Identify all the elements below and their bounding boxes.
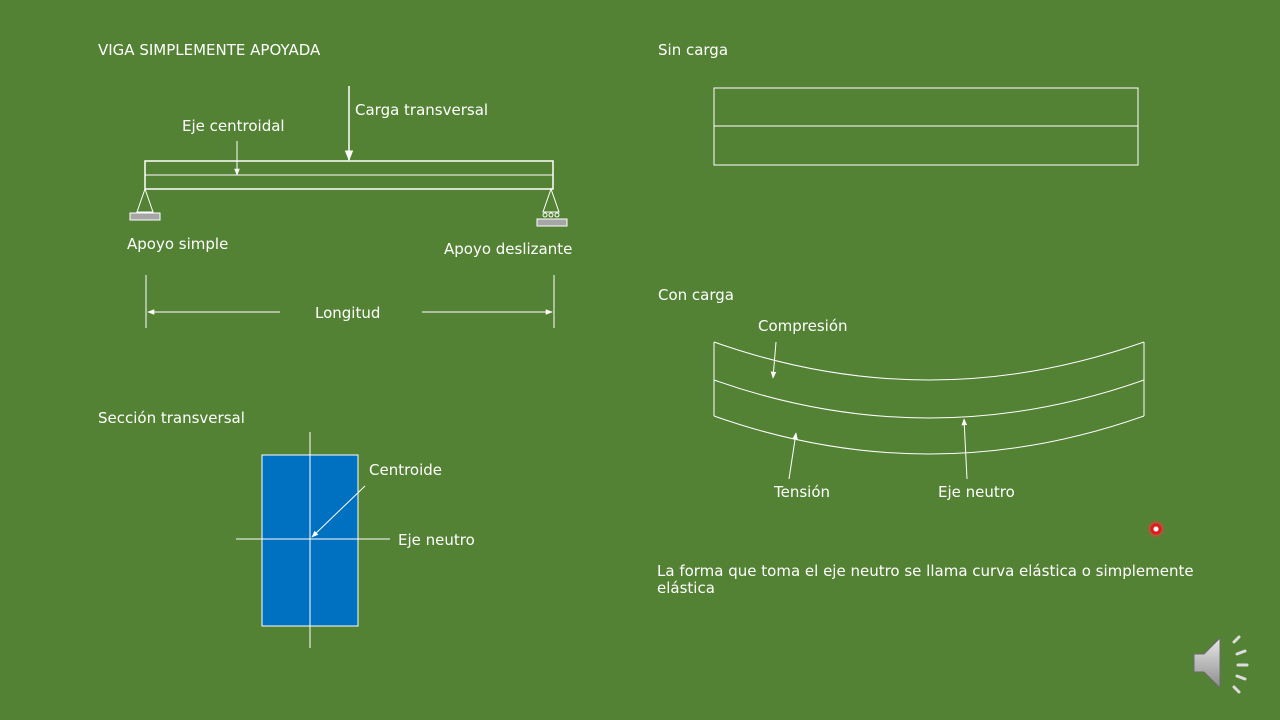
neutral-axis-arrow bbox=[961, 418, 968, 480]
loaded-beam-bottom-curve bbox=[713, 415, 1145, 455]
loaded-neutral-axis-label: Eje neutro bbox=[938, 483, 1015, 501]
length-label: Longitud bbox=[315, 304, 381, 322]
tension-arrow bbox=[788, 432, 798, 480]
centroid-label: Centroide bbox=[369, 461, 443, 479]
loaded-beam-neutral-curve bbox=[713, 379, 1145, 419]
length-dimension bbox=[145, 275, 555, 328]
load-label: Carga transversal bbox=[355, 101, 489, 119]
unloaded-beam bbox=[713, 87, 1139, 166]
section-title: Sección transversal bbox=[98, 409, 245, 427]
simple-support bbox=[129, 187, 161, 221]
compression-label: Compresión bbox=[758, 317, 848, 335]
cross-section bbox=[236, 432, 390, 648]
sliding-support-label: Apoyo deslizante bbox=[444, 240, 573, 258]
elastic-curve-note: La forma que toma el eje neutro se llama… bbox=[657, 562, 1194, 597]
loaded-beam bbox=[713, 341, 1145, 480]
beam-title: VIGA SIMPLEMENTE APOYADA bbox=[98, 41, 321, 59]
centroid-axis-label: Eje centroidal bbox=[182, 117, 285, 135]
beam-group bbox=[129, 86, 568, 328]
centroid-arrow bbox=[311, 485, 366, 538]
sliding-support bbox=[536, 187, 568, 227]
unloaded-title: Sin carga bbox=[658, 41, 729, 59]
laser-pointer-icon bbox=[1148, 521, 1164, 537]
tension-label: Tensión bbox=[774, 483, 831, 501]
speaker-icon[interactable] bbox=[1190, 632, 1256, 694]
simple-support-label: Apoyo simple bbox=[127, 235, 229, 253]
loaded-beam-top-curve bbox=[713, 341, 1145, 381]
compression-arrow bbox=[770, 341, 777, 379]
section-neutral-axis-label: Eje neutro bbox=[398, 531, 475, 549]
loaded-title: Con carga bbox=[658, 286, 734, 304]
